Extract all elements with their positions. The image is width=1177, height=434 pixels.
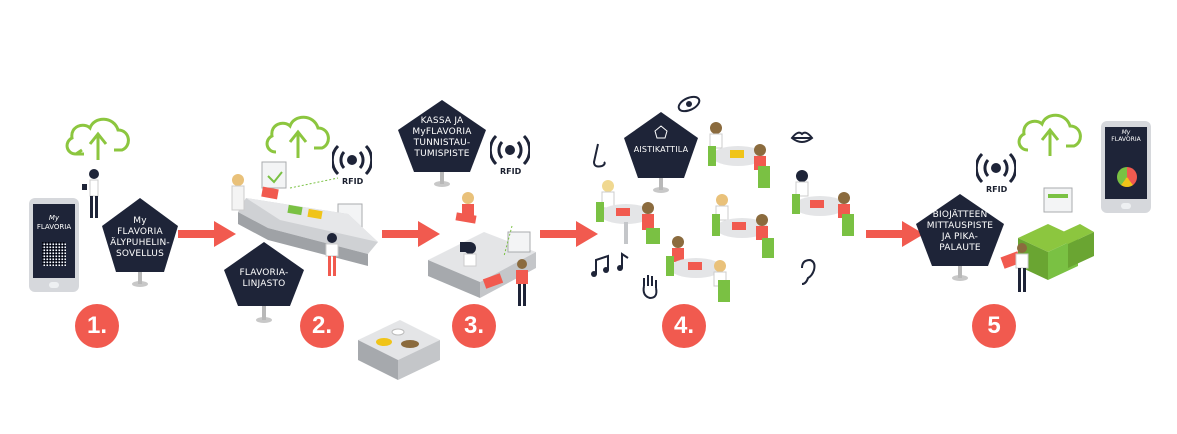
arrow-right-icon-3 xyxy=(540,221,598,247)
step5-line3: JA PIKA- xyxy=(941,232,979,242)
step3-line2: MyFLAVORIA xyxy=(412,127,472,137)
rfid-label-3: RFID xyxy=(500,167,522,176)
step-number-1: 1. xyxy=(75,304,119,348)
cloud-upload-icon-2 xyxy=(265,115,330,158)
label-pentagon-2: FLAVORIA- LINJASTO xyxy=(222,240,306,326)
music-notes-icon xyxy=(591,252,629,277)
step1-line2: FLAVORIA xyxy=(117,227,163,237)
step3-line3: TUNNISTAU- xyxy=(413,138,471,148)
arrow-right-icon-1 xyxy=(178,221,236,247)
arrow-right-icon-2 xyxy=(382,221,440,247)
dining-area xyxy=(596,122,854,302)
step5-line2: MITTAUSPISTE xyxy=(926,221,994,231)
step5-line4: PALAUTE xyxy=(939,243,981,253)
eye-icon xyxy=(677,95,701,113)
pie-chart-icon xyxy=(1117,167,1137,187)
step5-line1: BIOJÄTTEEN xyxy=(932,210,988,220)
step1-line1: My xyxy=(133,216,147,226)
step3-line4: TUMISPISTE xyxy=(414,149,470,159)
rfid-label-2: RFID xyxy=(342,177,364,186)
rfid-signal-icon-3 xyxy=(490,134,530,166)
rfid-signal-icon-2 xyxy=(332,144,372,176)
nose-icon xyxy=(592,143,606,168)
step4-line1: AISTIKATTILA xyxy=(633,145,689,154)
label-pentagon-5: BIOJÄTTEEN MITTAUSPISTE JA PIKA- PALAUTE xyxy=(914,192,1006,284)
step1-line4: SOVELLUS xyxy=(116,249,164,259)
step-number-3: 3. xyxy=(452,304,496,348)
label-pentagon-4: AISTIKATTILA xyxy=(622,110,700,196)
biowaste-station xyxy=(1000,187,1094,292)
food-tray-box xyxy=(358,320,440,380)
label-pentagon-1: My FLAVORIA ÄLYPUHELIN- SOVELLUS xyxy=(100,196,180,290)
label-pentagon-3: KASSA JA MyFLAVORIA TUNNISTAU- TUMISPIST… xyxy=(396,98,488,190)
cloud-upload-icon-5 xyxy=(1017,113,1082,156)
ear-icon xyxy=(801,258,816,285)
step2-line1: FLAVORIA- xyxy=(239,268,289,278)
checkout-counter xyxy=(428,192,536,306)
step-number-5: 5 xyxy=(972,304,1016,348)
serving-line xyxy=(231,161,378,276)
step2-line2: LINJASTO xyxy=(242,279,286,289)
qr-code xyxy=(42,242,66,266)
step-number-4: 4. xyxy=(662,304,706,348)
rfid-label-5: RFID xyxy=(986,185,1008,194)
phone-brand-label: FLAVORIA xyxy=(36,223,72,231)
step-number-2: 2. xyxy=(300,304,344,348)
phone-my-label: My xyxy=(48,214,60,222)
rfid-signal-icon-5 xyxy=(976,152,1016,184)
lips-icon xyxy=(790,131,814,143)
phone5-brand-label: FLAVORIA xyxy=(1111,136,1141,143)
person-with-phone xyxy=(82,169,99,218)
step3-line1: KASSA JA xyxy=(420,116,464,126)
smartphone-app: My FLAVORIA xyxy=(29,198,79,292)
phone5-my-label: My xyxy=(1121,129,1131,136)
cloud-upload-icon-1 xyxy=(65,117,130,160)
hand-icon xyxy=(642,275,658,300)
step1-line3: ÄLYPUHELIN- xyxy=(110,238,170,248)
arrow-right-icon-4 xyxy=(866,221,924,247)
smartphone-feedback: My FLAVORIA xyxy=(1101,121,1151,213)
